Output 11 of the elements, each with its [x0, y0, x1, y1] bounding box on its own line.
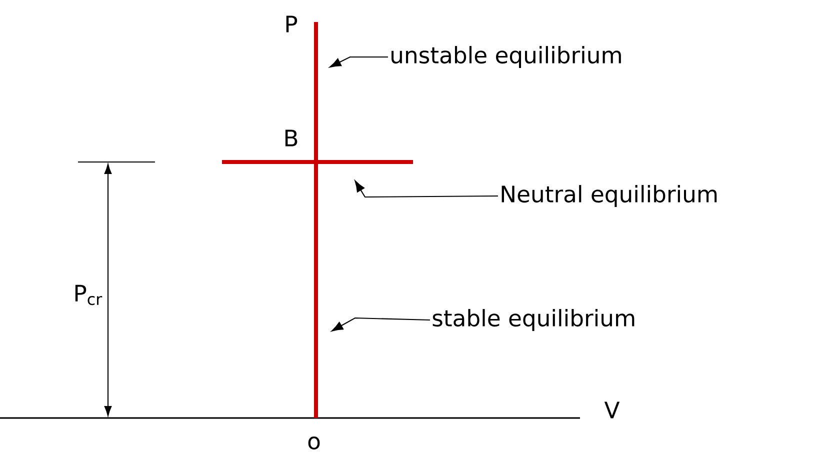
- equilibrium-label: stable equilibrium: [432, 309, 634, 331]
- axis-label: P$_{cr}$: [75, 284, 102, 306]
- equilibrium-label: unstable equilibrium: [392, 46, 621, 68]
- axis-label: B: [285, 130, 298, 146]
- axis-label: P: [286, 16, 298, 32]
- leader-line: [330, 56, 388, 68]
- leader-line: [332, 317, 430, 332]
- axis-label: o: [308, 436, 320, 450]
- axis-label: V: [604, 402, 620, 418]
- leader-line: [354, 180, 498, 198]
- equilibrium-label: Neutral equilibrium: [502, 185, 717, 207]
